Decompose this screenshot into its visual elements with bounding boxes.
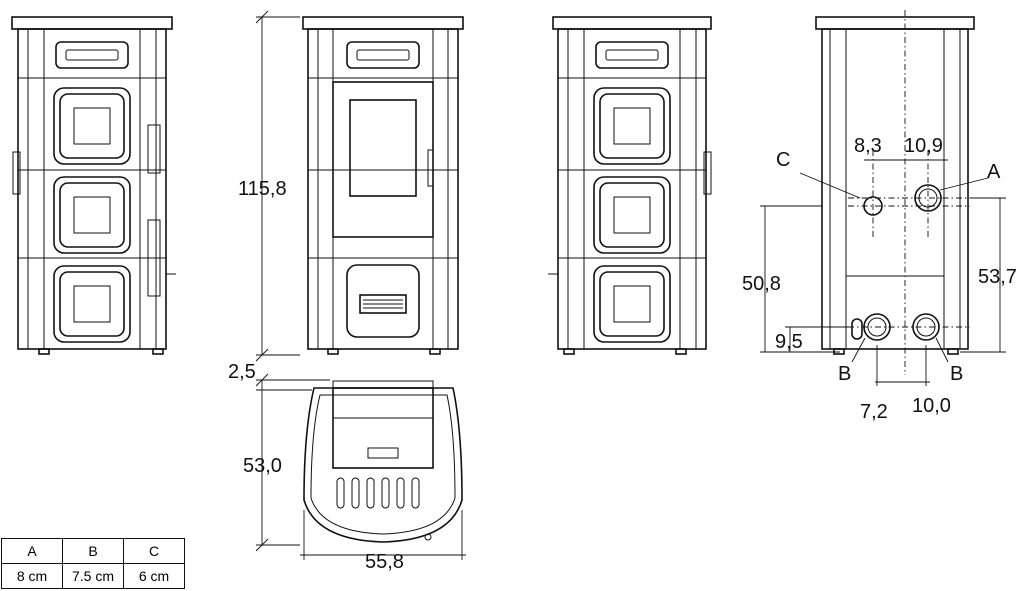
dim-top-offset: 2,5 bbox=[228, 361, 256, 383]
table-cell: 8 cm bbox=[1, 563, 63, 589]
connection-size-table: A B C 8 cm 7.5 cm 6 cm bbox=[1, 538, 185, 589]
dim-inlet-height-left: 50,8 bbox=[742, 273, 781, 295]
table-row: 8 cm 7.5 cm 6 cm bbox=[1, 563, 185, 589]
table-header-cell: B bbox=[62, 538, 124, 564]
table-header-cell: A bbox=[1, 538, 63, 564]
table-cell: 6 cm bbox=[123, 563, 185, 589]
table-header-row: A B C bbox=[1, 538, 185, 564]
dim-depth: 53,0 bbox=[243, 455, 282, 477]
label-connection-c: C bbox=[776, 149, 790, 171]
dim-offset-a: 10,9 bbox=[904, 135, 943, 157]
side-view-right bbox=[548, 16, 712, 355]
table-header-cell: C bbox=[123, 538, 185, 564]
connection-c-circle bbox=[863, 196, 883, 216]
rear-view bbox=[760, 10, 1006, 386]
dim-flue-height-right: 53,7 bbox=[978, 266, 1017, 288]
table-cell: 7.5 cm bbox=[62, 563, 124, 589]
top-view bbox=[255, 373, 466, 560]
dim-offset-c: 8,3 bbox=[854, 135, 882, 157]
label-connection-b-right: B bbox=[950, 363, 963, 385]
connection-a-circle bbox=[914, 184, 942, 212]
label-connection-b-left: B bbox=[838, 363, 851, 385]
dim-height-total: 115,8 bbox=[238, 178, 287, 200]
connection-b-right-circle bbox=[912, 313, 940, 341]
side-view-left bbox=[11, 16, 176, 355]
dim-offset-b-left: 7,2 bbox=[860, 401, 888, 423]
dim-offset-b-right: 10,0 bbox=[912, 395, 951, 417]
label-connection-a: A bbox=[987, 161, 1001, 183]
front-view bbox=[255, 10, 464, 362]
dim-bottom-height: 9,5 bbox=[775, 331, 803, 353]
dim-width: 55,8 bbox=[365, 551, 404, 573]
connection-b-left-circle bbox=[863, 313, 891, 341]
